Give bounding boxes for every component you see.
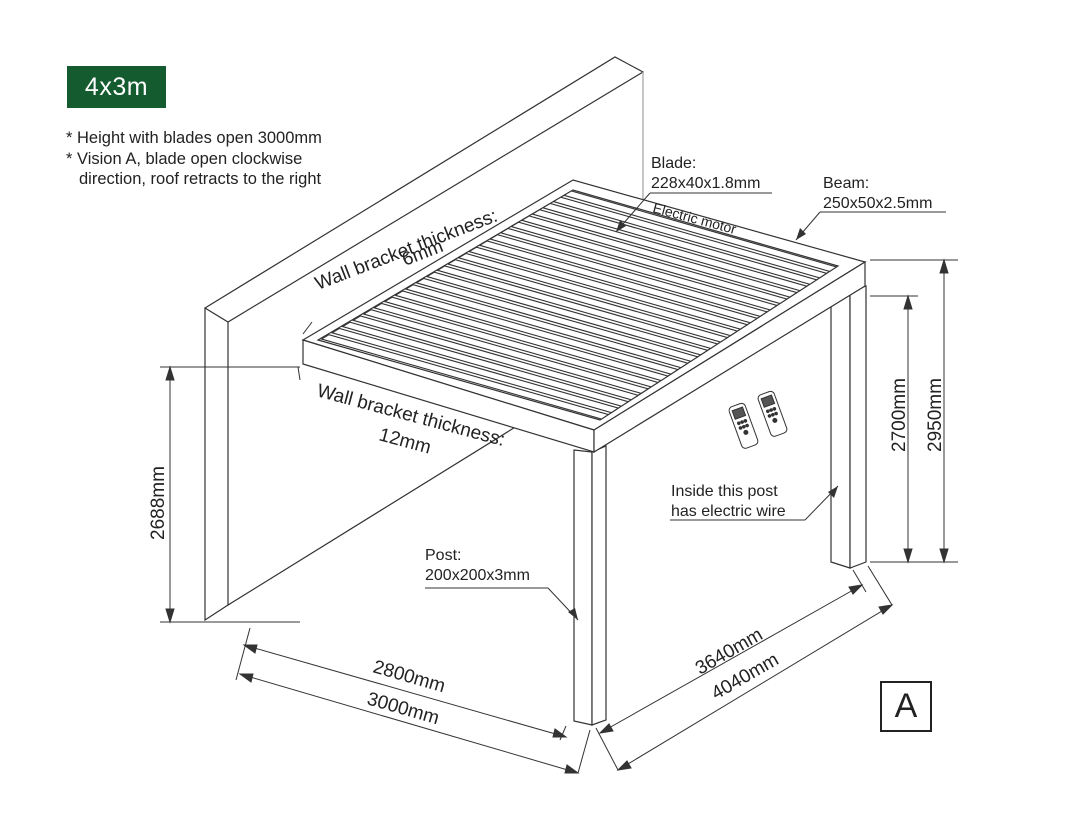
dim-clear-height-label: 2700mm: [889, 378, 910, 452]
blade-size: 228x40x1.8mm: [651, 175, 760, 192]
blade: [531, 209, 809, 292]
dim-wall-height: [160, 365, 300, 624]
inside-post-line2: has electric wire: [671, 503, 786, 520]
blade: [457, 252, 739, 337]
blade: [383, 296, 670, 382]
blade: [320, 334, 610, 420]
blade: [478, 240, 759, 324]
note-vision: * Vision A, blade open clockwise: [66, 149, 303, 168]
dim-outer-width: [238, 673, 591, 774]
post-title: Post:: [425, 547, 461, 564]
notes: * Height with blades open 3000mm * Visio…: [66, 128, 322, 190]
post-back-right: [830, 285, 867, 569]
bracket12-tick: [297, 366, 301, 381]
roof-blades: [320, 190, 838, 420]
vision-label: A: [880, 681, 932, 732]
blade: [509, 221, 789, 305]
dim-inner-width: [235, 627, 568, 741]
blade: [415, 277, 699, 362]
blade: [446, 259, 729, 343]
dim-outer-depth: [595, 565, 894, 771]
bracket6-tick: [302, 321, 313, 335]
blade: [499, 227, 779, 311]
dim-total-height-label: 2950mm: [925, 378, 946, 452]
note-direction: direction, roof retracts to the right: [79, 170, 322, 188]
blade: [520, 215, 799, 298]
remote-controls: [728, 390, 788, 449]
blade: [541, 202, 818, 285]
blade: [393, 290, 680, 375]
dim-outer-width-label: 3000mm: [365, 689, 442, 730]
dim-wall-height-label: 2688mm: [148, 466, 169, 540]
blade: [404, 284, 690, 369]
remote-icon: [728, 402, 759, 449]
blade: [351, 315, 640, 401]
blade: [436, 265, 719, 350]
post-front: [573, 445, 607, 726]
dim-inner-depth: [598, 569, 867, 734]
inside-post-line1: Inside this post: [671, 483, 778, 500]
size-badge: 4x3m: [67, 66, 166, 108]
blade: [341, 321, 630, 407]
blade: [330, 327, 620, 414]
note-height: * Height with blades open 3000mm: [66, 129, 322, 147]
beam-title: Beam:: [823, 175, 869, 192]
blade: [372, 302, 660, 388]
post-size: 200x200x3mm: [425, 567, 530, 584]
blade: [425, 271, 709, 356]
dim-clear-height: [870, 294, 958, 564]
blade: [552, 196, 828, 279]
blade: [488, 234, 769, 317]
dim-total-height: [870, 258, 958, 564]
remote-icon: [757, 390, 788, 437]
blade: [467, 246, 749, 330]
blade-title: Blade:: [651, 155, 696, 172]
blade: [362, 309, 650, 394]
beam-size: 250x50x2.5mm: [823, 195, 932, 212]
blade: [562, 190, 838, 273]
